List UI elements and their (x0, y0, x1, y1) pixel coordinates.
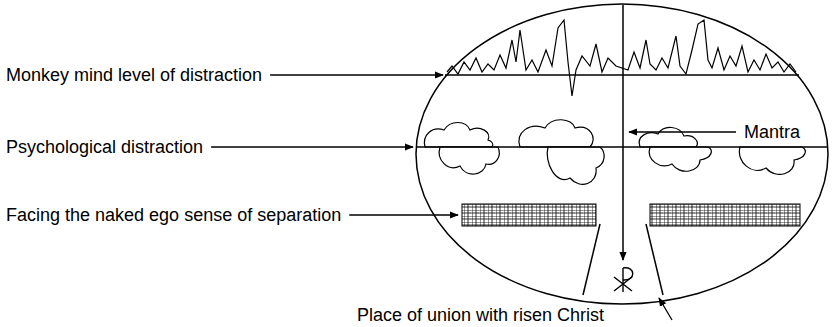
funnel-wall (646, 224, 663, 295)
callout-label: Monkey mind level of distraction (4, 65, 264, 86)
level-line (445, 74, 799, 76)
leader-arrow (270, 74, 443, 75)
mind-circle (416, 4, 828, 304)
callout-label: Facing the naked ego sense of separation (4, 205, 343, 226)
leader-arrow (211, 146, 413, 147)
pointer-arrow (659, 298, 672, 320)
callout-label: Psychological distraction (4, 137, 205, 158)
leader-group (211, 75, 736, 215)
monkey-mind-scribble (447, 20, 796, 96)
leader-arrow (629, 131, 736, 132)
mantra-line (622, 5, 624, 260)
distraction-clouds (424, 120, 805, 185)
leader-arrow (349, 214, 458, 215)
callout-label: Place of union with risen Christ (355, 305, 606, 326)
chi-rho-symbol (614, 268, 633, 292)
level-line (416, 146, 828, 148)
ego-band (462, 204, 596, 226)
funnel-wall (583, 224, 600, 295)
ego-band (650, 204, 800, 226)
callout-label: Mantra (742, 122, 802, 143)
